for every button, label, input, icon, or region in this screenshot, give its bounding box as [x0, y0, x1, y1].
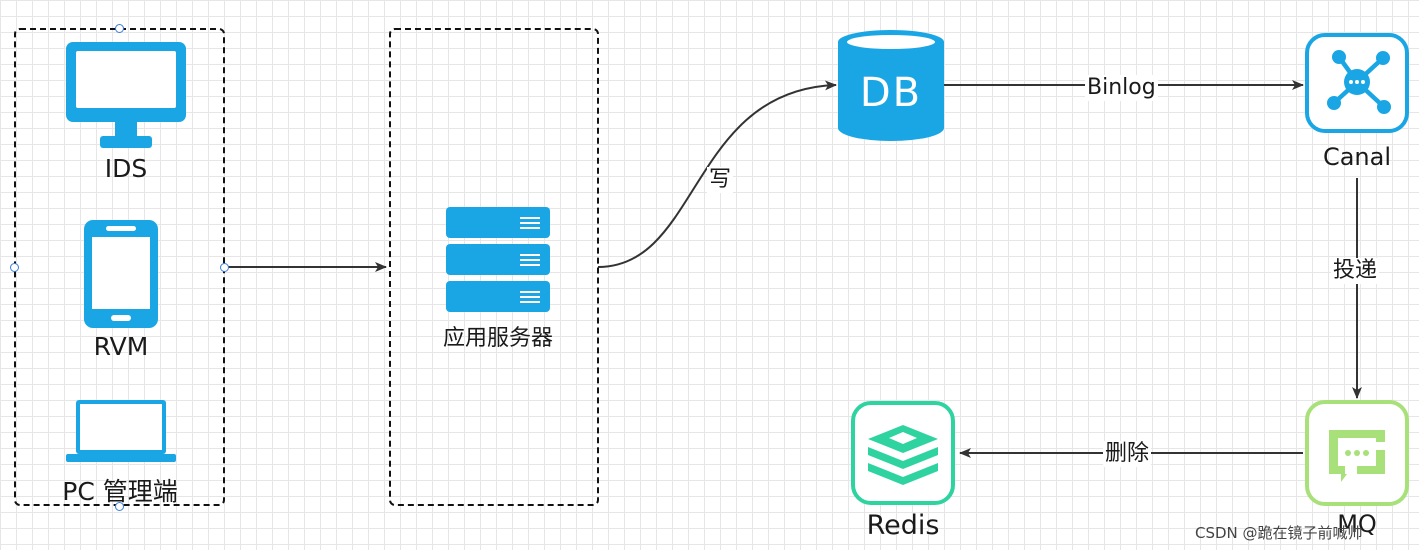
ids-label: IDS: [104, 154, 148, 183]
db-label: DB: [859, 70, 923, 116]
app-server-group[interactable]: [389, 28, 599, 506]
canal-icon[interactable]: [1305, 33, 1409, 133]
mq-icon[interactable]: [1305, 400, 1409, 506]
laptop-icon[interactable]: [66, 400, 176, 462]
monitor-icon[interactable]: [66, 42, 186, 150]
database-icon[interactable]: [838, 30, 944, 142]
pc-admin-label: PC 管理端: [62, 477, 178, 506]
smartphone-icon[interactable]: [84, 220, 158, 328]
selection-handle-top[interactable]: [115, 24, 124, 33]
edge-label-write: 写: [707, 167, 734, 193]
watermark: CSDN @跪在镜子前喊帅: [1195, 524, 1363, 542]
selection-handle-left[interactable]: [10, 263, 19, 272]
edge-label-deliver: 投递: [1331, 258, 1380, 284]
edge-server-to-db[interactable]: [597, 80, 837, 268]
rvm-label: RVM: [93, 332, 149, 361]
selection-handle-bottom[interactable]: [115, 502, 124, 511]
selection-handle-right[interactable]: [220, 263, 229, 272]
redis-icon[interactable]: [851, 401, 955, 505]
edge-label-delete: 删除: [1103, 441, 1152, 467]
server-rack-icon[interactable]: [446, 207, 550, 313]
canal-label: Canal: [1322, 143, 1392, 171]
mq-label: MQ: [1337, 510, 1377, 538]
redis-label: Redis: [866, 510, 940, 541]
app-server-label: 应用服务器: [442, 326, 553, 351]
edge-label-binlog: Binlog: [1085, 75, 1158, 101]
